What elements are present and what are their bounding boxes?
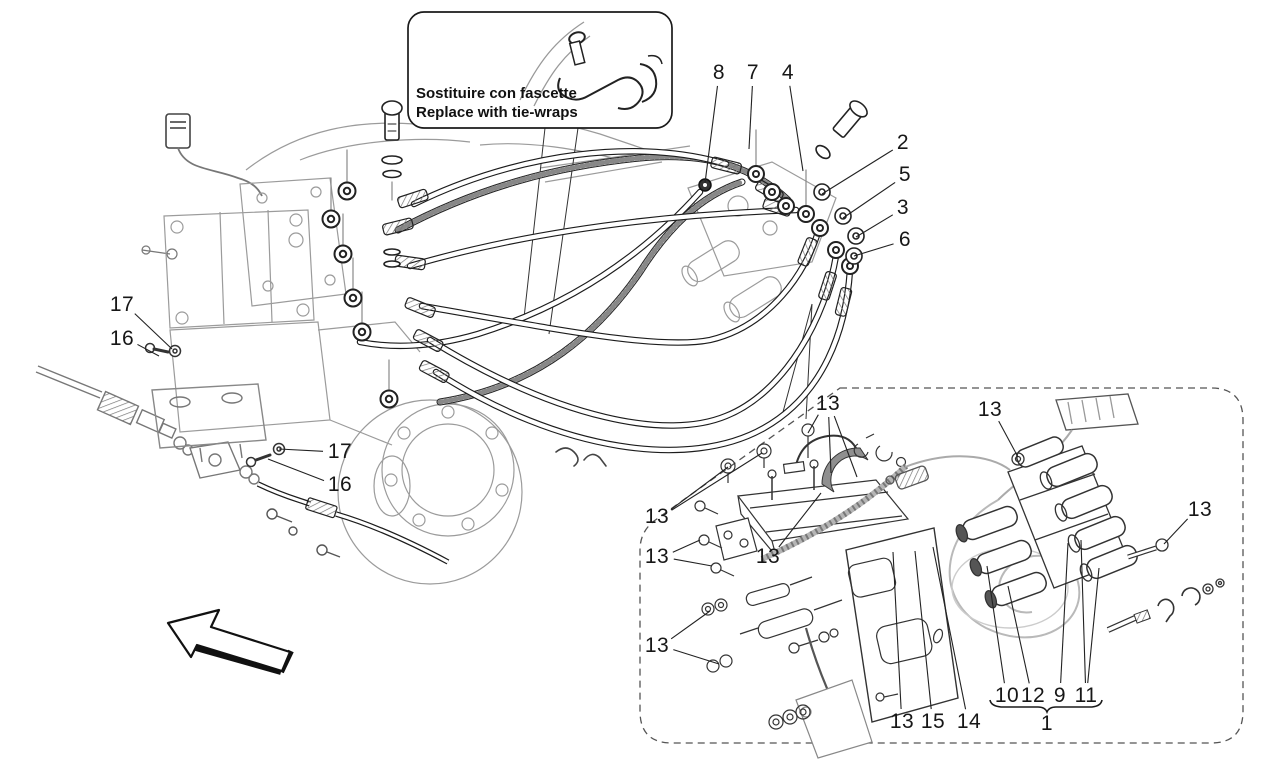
leader-line-11 bbox=[1087, 567, 1100, 684]
leader-line-3 bbox=[855, 214, 894, 238]
hose-bundle bbox=[144, 100, 868, 468]
leader-line-17 bbox=[134, 313, 173, 350]
exploded-washers bbox=[381, 155, 865, 268]
direction-arrow bbox=[166, 608, 294, 675]
leader-line-11 bbox=[1080, 539, 1087, 684]
leader-line-13 bbox=[998, 420, 1019, 458]
detail-region-border bbox=[639, 387, 1244, 744]
inset-note-text: Sostituire con fascette Replace with tie… bbox=[416, 84, 578, 122]
leader-line-13 bbox=[671, 452, 763, 511]
leader-line-12 bbox=[1007, 585, 1030, 684]
leader-line-13 bbox=[673, 649, 720, 665]
leader-line-13 bbox=[1163, 518, 1189, 545]
banjo-bolt-top-right bbox=[832, 100, 868, 138]
leader-line-13 bbox=[892, 551, 902, 710]
leader-line-13 bbox=[673, 558, 713, 567]
leader-line-2 bbox=[821, 149, 894, 195]
leader-line-13 bbox=[672, 539, 701, 553]
leader-line-16 bbox=[137, 343, 160, 357]
leader-line-14 bbox=[932, 546, 967, 710]
leader-line-13 bbox=[778, 492, 822, 548]
gearbox-line-art bbox=[141, 113, 837, 585]
inset-note-line2: Replace with tie-wraps bbox=[416, 104, 578, 121]
clutch-cable-assembly bbox=[35, 365, 341, 558]
leader-line-8 bbox=[704, 85, 719, 184]
detail-region bbox=[639, 303, 1244, 759]
leader-line-16 bbox=[267, 458, 325, 482]
banjo-fittings bbox=[321, 165, 859, 409]
leader-line-5 bbox=[842, 181, 896, 219]
group-bracket bbox=[989, 699, 1103, 715]
leader-line-6 bbox=[853, 243, 894, 257]
hose-clamp-parts bbox=[555, 447, 607, 467]
leader-line-9 bbox=[1060, 542, 1069, 684]
leader-line-4 bbox=[789, 85, 804, 172]
leader-line-17 bbox=[278, 448, 324, 452]
leader-line-13 bbox=[833, 415, 858, 478]
leader-line-7 bbox=[748, 85, 753, 150]
leader-line-13 bbox=[807, 414, 819, 434]
leader-line-13 bbox=[670, 466, 729, 510]
banjo-bolt-top-left bbox=[381, 100, 403, 141]
inset-note-box bbox=[407, 11, 673, 335]
leader-line-15 bbox=[914, 550, 932, 710]
clutch-hose bbox=[256, 481, 450, 565]
leader-line-13 bbox=[670, 610, 711, 640]
leader-line-13 bbox=[828, 416, 832, 474]
braided-hose-top bbox=[394, 153, 792, 234]
braided-hose bbox=[436, 178, 746, 406]
bleed-screw-17-16-mid bbox=[245, 442, 286, 468]
leader-line-10 bbox=[986, 565, 1005, 684]
inset-note-line1: Sostituire con fascette bbox=[416, 85, 577, 102]
hydraulic-power-unit bbox=[885, 393, 1225, 639]
